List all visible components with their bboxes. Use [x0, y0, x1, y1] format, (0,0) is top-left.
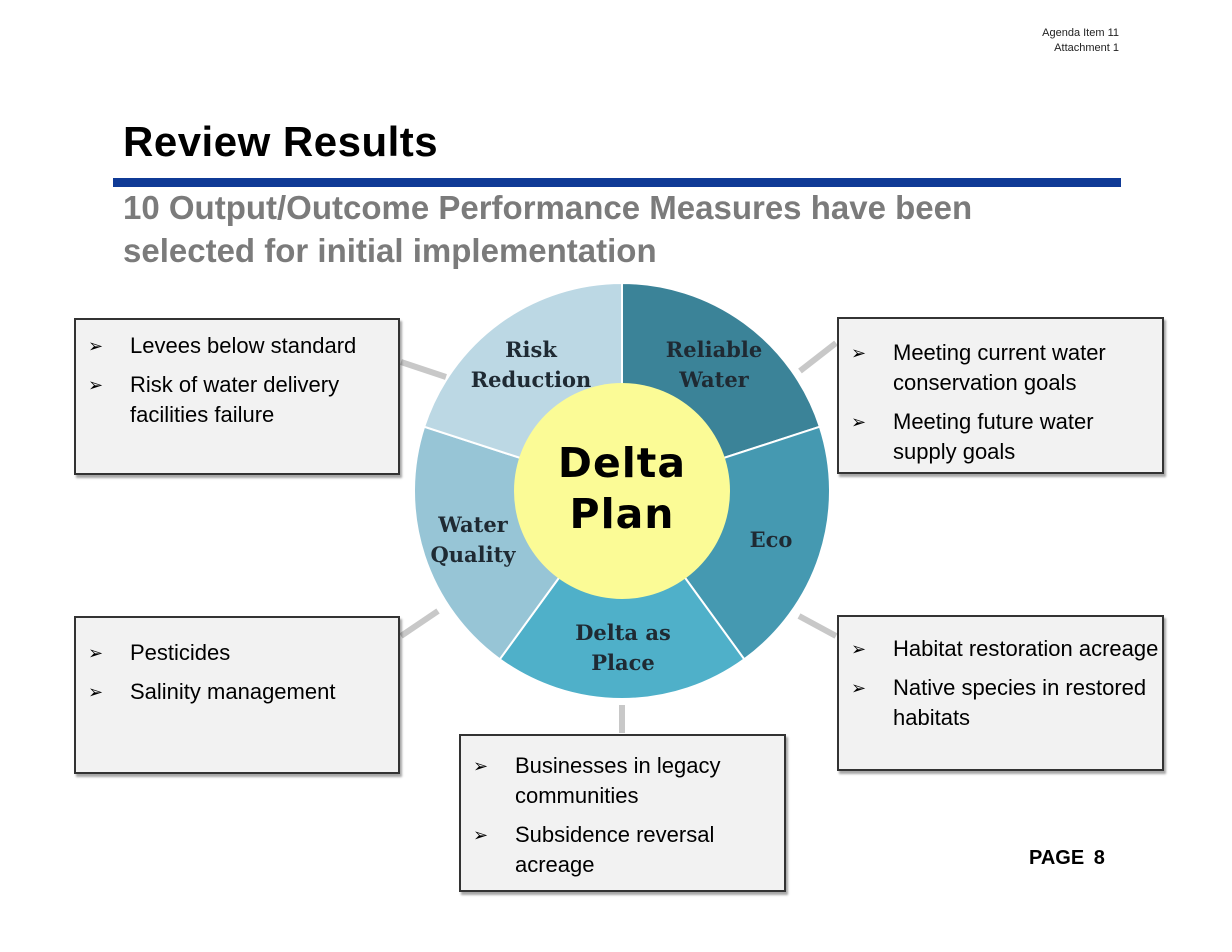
- center-label-line2: Plan: [570, 490, 675, 538]
- segment-label-reliable-line2: Water: [678, 367, 749, 392]
- measure-text: Habitat restoration acreage: [893, 636, 1159, 661]
- connector-lines: [399, 340, 838, 733]
- list-item: ➢ Pesticides: [76, 638, 398, 668]
- eco-measures-box: ➢ Habitat restoration acreage ➢ Native spe…: [837, 615, 1164, 771]
- arrow-bullet-icon: ➢: [851, 639, 867, 659]
- arrow-bullet-icon: ➢: [473, 756, 489, 776]
- connector-eco: [797, 613, 838, 639]
- segment-label-wq-line2: Quality: [430, 542, 516, 567]
- list-item: ➢ Risk of water delivery facilities failu…: [76, 370, 398, 430]
- measure-text: Native species in restored habitats: [893, 675, 1147, 730]
- agenda-item-label: Agenda Item 11: [1042, 27, 1119, 39]
- arrow-bullet-icon: ➢: [88, 375, 104, 395]
- segment-label-reliable-line1: Reliable: [666, 337, 762, 362]
- reliable-water-measures-box: ➢ Meeting current water conservation goal…: [837, 317, 1164, 474]
- list-item: ➢ Meeting current water conservation goal…: [839, 338, 1162, 398]
- measure-text: Levees below standard: [130, 333, 357, 358]
- segment-label-wq-line1: Water: [437, 512, 508, 537]
- list-item: ➢ Levees below standard: [76, 331, 398, 361]
- segment-label-risk-line2: Reduction: [471, 367, 592, 392]
- segment-eco: [620, 425, 831, 661]
- measure-text: Meeting future water supply goals: [893, 409, 1094, 464]
- risk-reduction-measures-box: ➢ Levees below standard ➢ Risk of water de…: [74, 318, 400, 475]
- connector-wq: [399, 608, 440, 639]
- measure-text: Subsidence reversal acreage: [515, 822, 715, 877]
- connector-risk: [400, 359, 447, 380]
- water-quality-measures-box: ➢ Pesticides ➢ Salinity management: [74, 616, 400, 774]
- list-item: ➢ Native species in restored habitats: [839, 673, 1162, 733]
- segment-reliable: [621, 281, 822, 493]
- segment-label-place-line2: Place: [591, 650, 655, 675]
- slide-title: Review Results: [123, 118, 439, 165]
- segment-label-risk-line1: Risk: [505, 337, 557, 362]
- attachment-label: Attachment 1: [1054, 42, 1119, 54]
- measure-text: Salinity management: [130, 679, 336, 704]
- segment-label-place-line1: Delta as: [575, 620, 671, 645]
- title-divider: [113, 178, 1121, 187]
- agenda-reference: Agenda Item 11 Attachment 1: [1042, 26, 1119, 56]
- arrow-bullet-icon: ➢: [851, 412, 867, 432]
- measure-text: Meeting current water conservation goals: [893, 340, 1106, 395]
- segment-wq: [413, 425, 624, 661]
- connector-reliable: [798, 340, 838, 374]
- page-number: PAGE 8: [1029, 847, 1105, 869]
- arrow-bullet-icon: ➢: [851, 678, 867, 698]
- measure-text: Pesticides: [130, 640, 231, 665]
- list-item: ➢ Salinity management: [76, 677, 398, 707]
- arrow-bullet-icon: ➢: [473, 825, 489, 845]
- list-item: ➢ Subsidence reversal acreage: [461, 820, 784, 880]
- segment-place: [498, 489, 746, 700]
- measure-text: Businesses in legacy communities: [515, 753, 721, 808]
- center-label-line1: Delta: [558, 439, 686, 487]
- segment-label-eco-line1: Eco: [750, 527, 793, 552]
- measure-text: Risk of water delivery facilities failur…: [130, 372, 340, 427]
- list-item: ➢ Habitat restoration acreage: [839, 634, 1162, 664]
- arrow-bullet-icon: ➢: [88, 643, 104, 663]
- segment-group: [413, 281, 831, 700]
- arrow-bullet-icon: ➢: [851, 343, 867, 363]
- slide-subtitle: 10 Output/Outcome Performance Measures h…: [123, 189, 973, 269]
- center-circle: [514, 383, 730, 599]
- segment-risk: [422, 281, 623, 493]
- arrow-bullet-icon: ➢: [88, 336, 104, 356]
- arrow-bullet-icon: ➢: [88, 682, 104, 702]
- list-item: ➢ Businesses in legacy communities: [461, 751, 784, 811]
- list-item: ➢ Meeting future water supply goals: [839, 407, 1162, 467]
- delta-as-place-measures-box: ➢ Businesses in legacy communities ➢ Subsi…: [459, 734, 786, 892]
